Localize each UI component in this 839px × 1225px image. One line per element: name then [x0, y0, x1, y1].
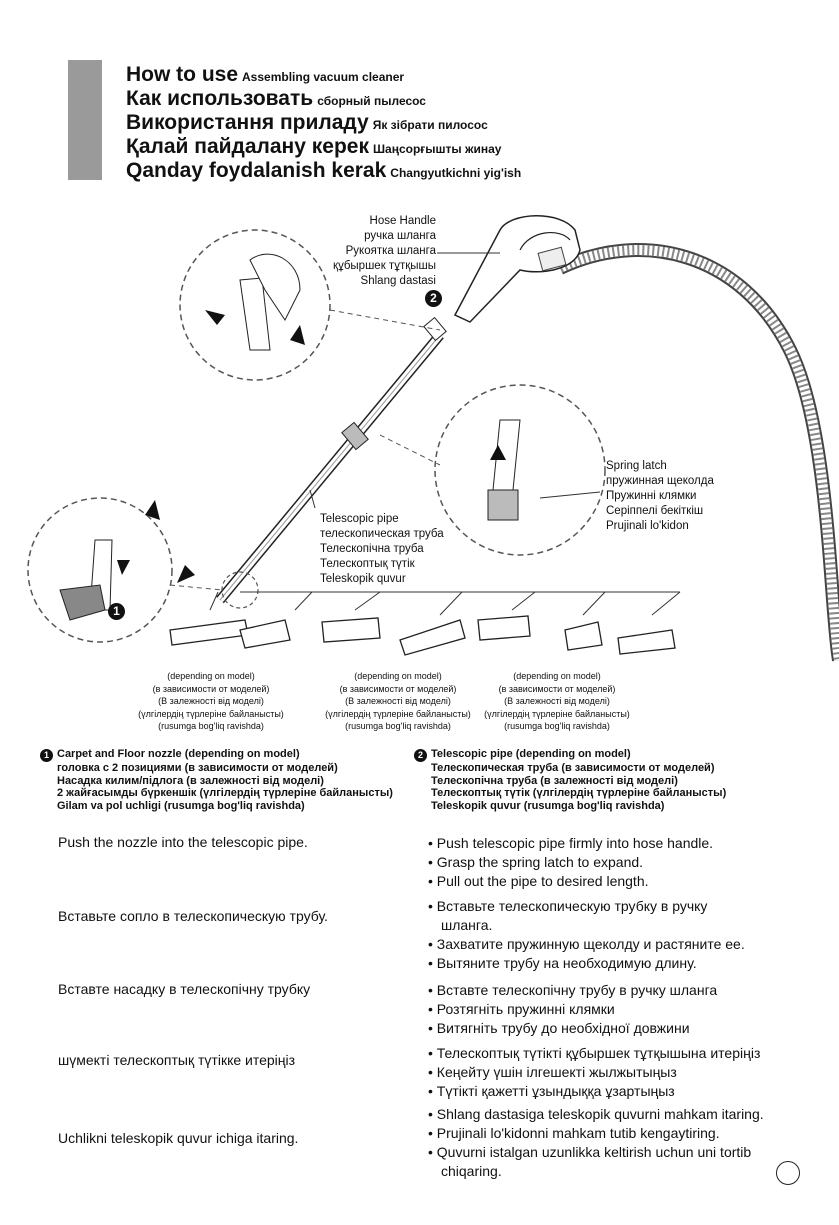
pipe-steps-uz: • Shlang dastasiga teleskopik quvurni ma… — [428, 1106, 764, 1179]
nozzle-instruction-kk: шүмекті телескоптық түтікке итеріңіз — [58, 1052, 296, 1068]
header-gray-bar — [68, 60, 102, 180]
marker-2: 2 — [425, 290, 442, 307]
pipe-steps-kk: • Телескоптық түтікті құбыршек тұтқышына… — [428, 1045, 761, 1099]
nozzle-instruction-ru: Вставьте сопло в телескопическую трубу. — [58, 908, 328, 924]
pipe-steps-uk: • Вставте телескопічну трубу в ручку шла… — [428, 982, 718, 1036]
nozzle-instruction-uk: Вставте насадку в телескопічну трубку — [58, 981, 311, 997]
model-note-2: (depending on model)(в зависимости от мо… — [325, 671, 471, 731]
assembly-diagram — [27, 215, 839, 662]
marker-1: 1 — [108, 603, 125, 620]
nozzle-instruction-uz: Uchlikni teleskopik quvur ichiga itaring… — [58, 1130, 299, 1146]
page-number-circle — [776, 1161, 800, 1185]
nozzle-instruction-en: Push the nozzle into the telescopic pipe… — [58, 834, 308, 850]
model-note-1: (depending on model)(в зависимости от мо… — [138, 671, 284, 731]
pipe-steps-ru: • Вставьте телескопическую трубку в ручк… — [428, 898, 745, 971]
model-note-3: (depending on model)(в зависимости от мо… — [484, 671, 630, 731]
pipe-steps-en: • Push telescopic pipe firmly into hose … — [428, 835, 714, 889]
